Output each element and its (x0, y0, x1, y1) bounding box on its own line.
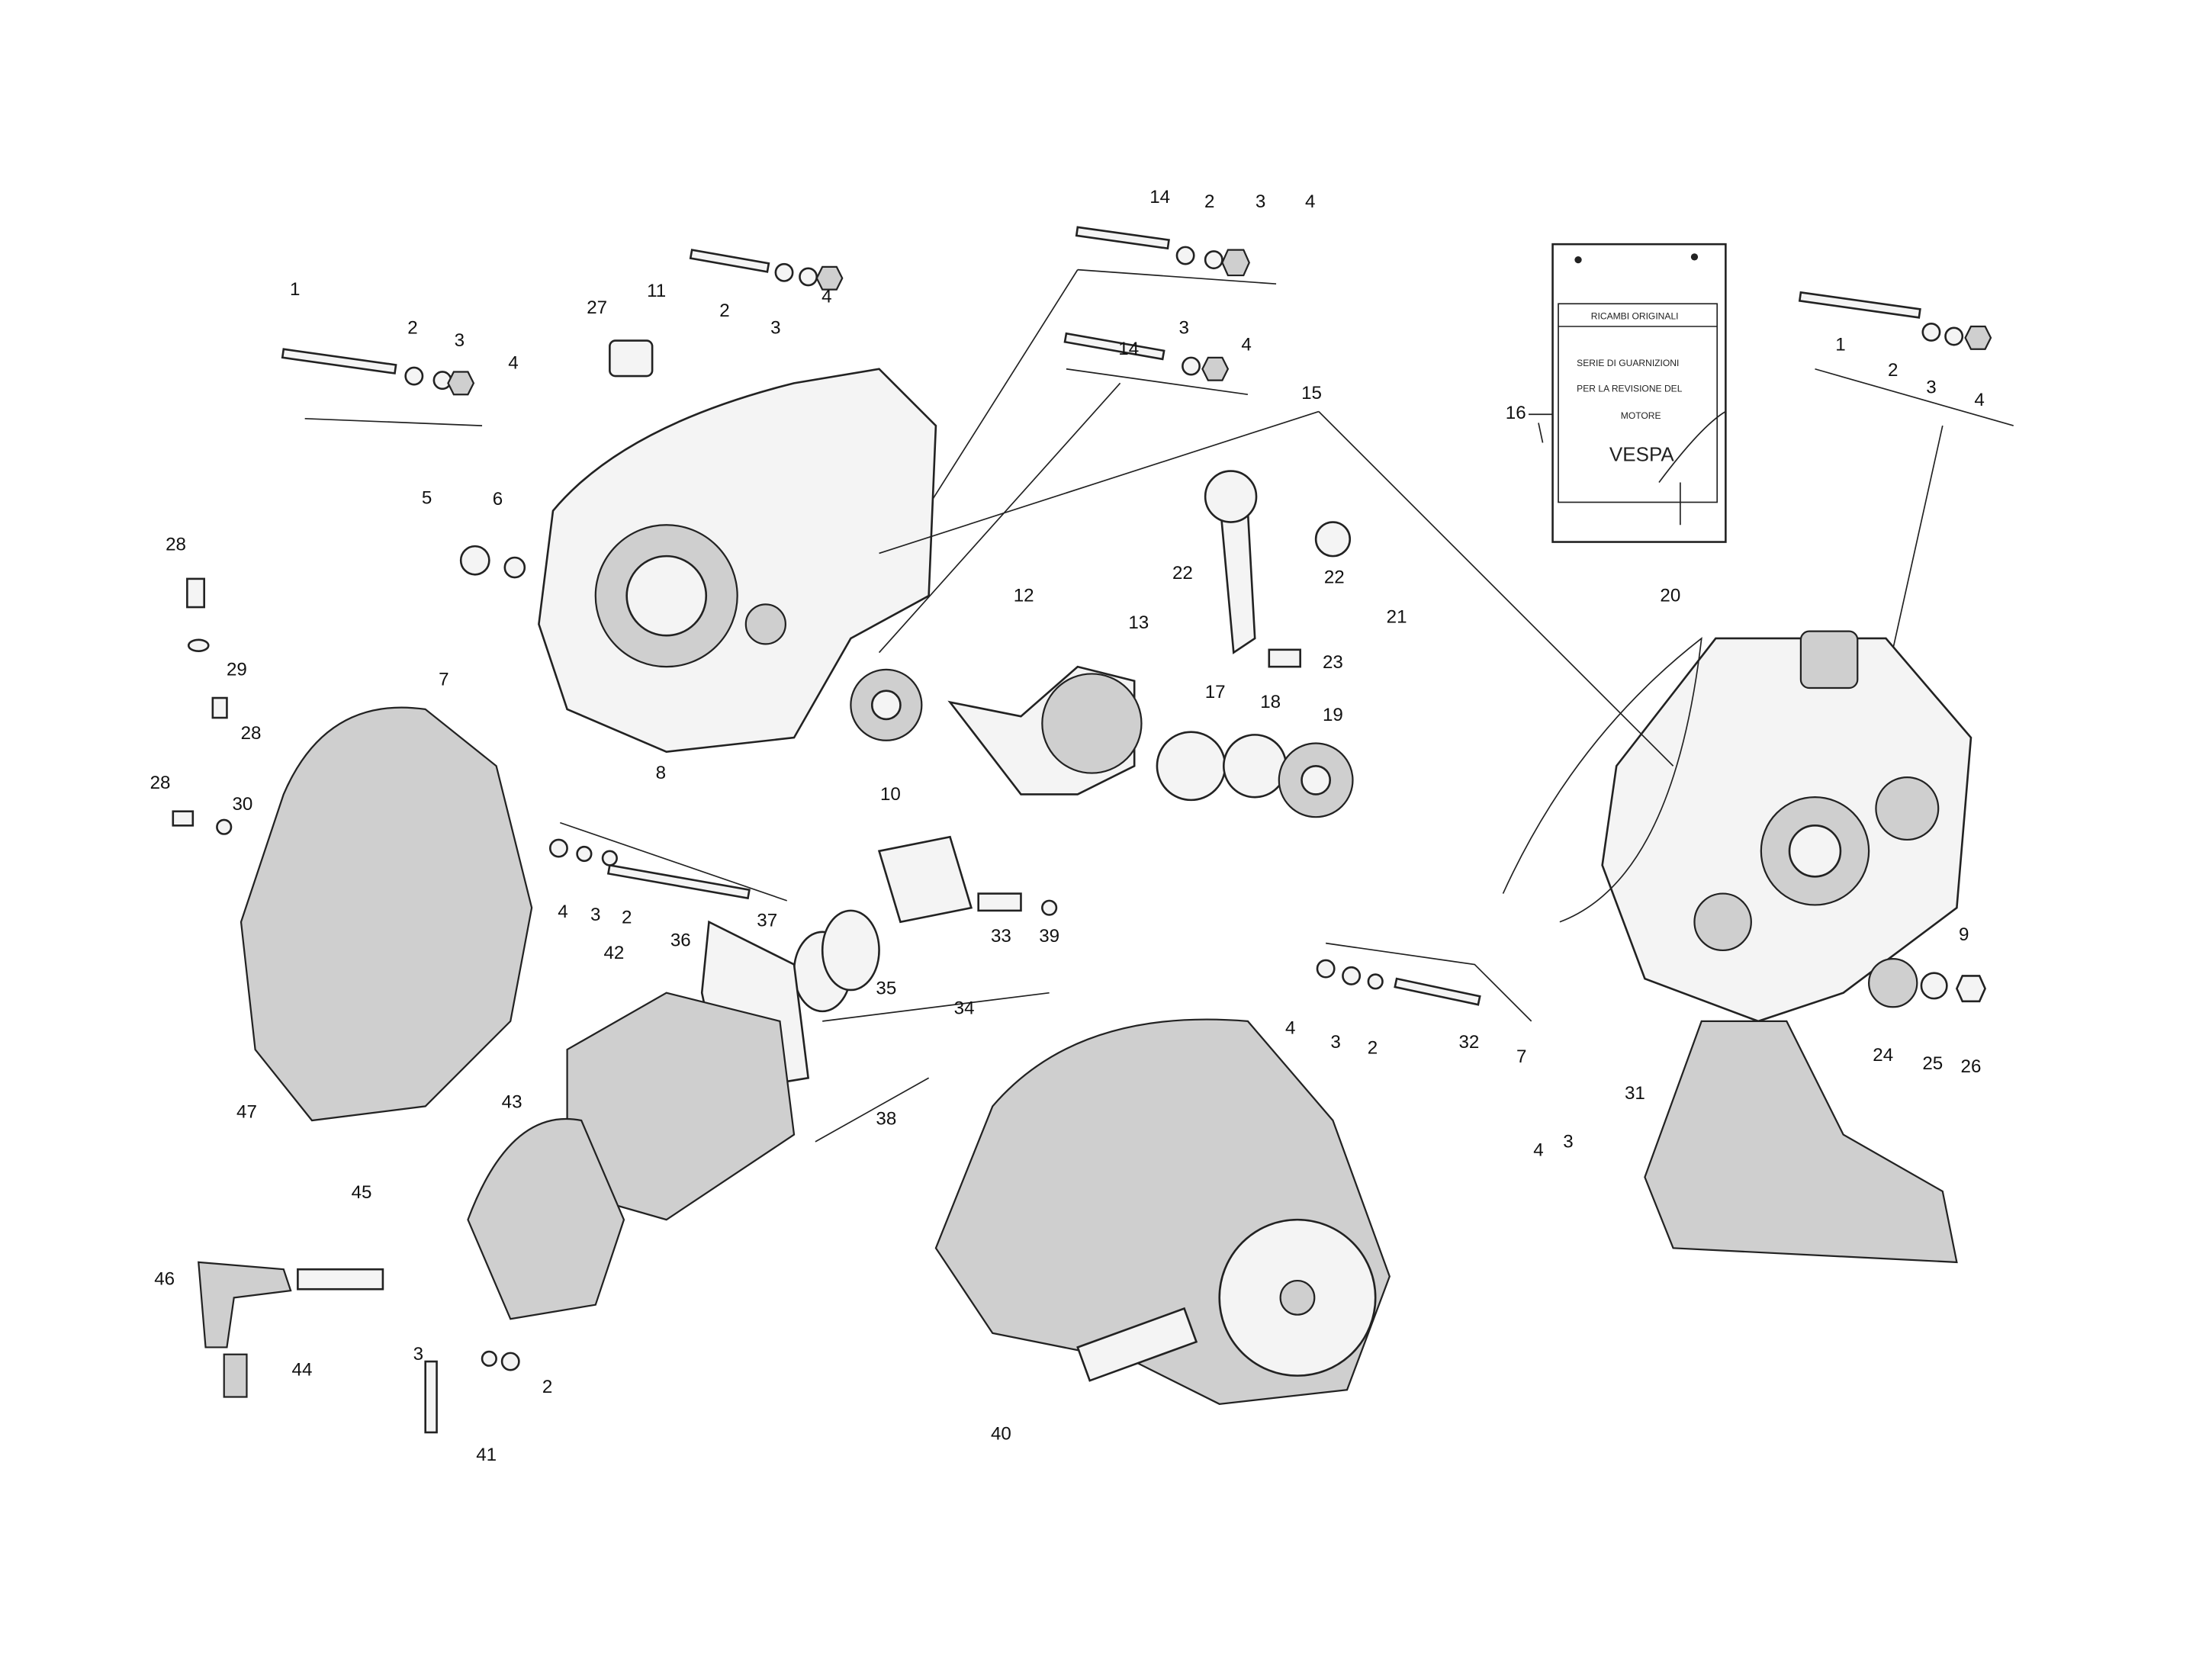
callout-label: 1 (290, 279, 300, 300)
callout-label: 17 (1205, 682, 1226, 702)
callout-label: 3 (413, 1344, 423, 1365)
callout-label: 3 (590, 905, 600, 925)
packet-brand-line: RICAMBI ORIGINALI (1591, 311, 1679, 322)
callout-label: 22 (1324, 567, 1345, 587)
callout-label: 46 (154, 1269, 175, 1290)
screws-28 (172, 577, 233, 835)
flywheel-cover (240, 706, 533, 1122)
callout-label: 14 (1149, 187, 1170, 207)
callout-label: 11 (647, 281, 666, 301)
callout-label: 41 (476, 1445, 497, 1465)
callout-label: 3 (770, 317, 780, 338)
callout-label: 35 (876, 979, 896, 999)
callout-label: 15 (1301, 383, 1322, 403)
callout-label: 12 (1014, 586, 1034, 606)
callout-label: 29 (227, 659, 247, 680)
bolt-group-top-left (281, 348, 483, 426)
callout-label: 40 (991, 1423, 1011, 1444)
callout-label: 9 (1959, 924, 1969, 945)
callout-label: 32 (1458, 1032, 1479, 1053)
complete-engine (934, 1018, 1391, 1405)
gasket-set-packet: RICAMBI ORIGINALI SERIE DI GUARNIZIONI P… (1528, 243, 1727, 543)
callout-label: 2 (1368, 1038, 1378, 1059)
callout-label: 2 (1888, 360, 1898, 381)
callout-label: 2 (1204, 191, 1214, 212)
callout-label: 16 (1506, 403, 1526, 423)
callout-label: 4 (1285, 1018, 1295, 1039)
callout-label: 4 (508, 353, 518, 374)
callout-label: 10 (880, 784, 901, 805)
callout-label: 3 (1926, 377, 1936, 397)
spark-plug-and-cap (198, 1261, 520, 1434)
callout-label: 2 (542, 1377, 552, 1397)
callout-label: 3 (455, 330, 465, 351)
callout-label: 39 (1039, 926, 1059, 947)
callout-label: 3 (1256, 191, 1265, 212)
callout-label: 36 (670, 930, 691, 950)
callout-label: 47 (236, 1101, 257, 1122)
callout-label: 21 (1387, 607, 1407, 628)
packet-line2: PER LA REVISIONE DEL (1577, 383, 1683, 394)
bolt-group-14-mid (878, 332, 1249, 654)
callout-label: 34 (954, 998, 975, 1019)
callout-label: 5 (422, 487, 432, 508)
callout-label: 25 (1922, 1053, 1943, 1074)
callout-label: 23 (1323, 652, 1343, 673)
callout-label: 4 (1305, 191, 1315, 212)
callout-label: 6 (493, 489, 503, 510)
crankcase-right-half (1502, 630, 1972, 1264)
bolt-group-11 (689, 249, 844, 291)
callout-label: 27 (587, 297, 607, 318)
callout-label: 3 (1330, 1032, 1340, 1053)
callout-label: 4 (1533, 1140, 1543, 1160)
callout-label: 44 (292, 1360, 313, 1381)
packet-line1: SERIE DI GUARNIZIONI (1577, 358, 1679, 368)
callout-label: 33 (991, 926, 1011, 947)
callout-label: 7 (1516, 1046, 1526, 1067)
callout-label: 22 (1172, 563, 1193, 583)
callout-label: 13 (1128, 612, 1149, 633)
callout-label: 4 (558, 902, 567, 922)
stud-group-32 (1316, 942, 1532, 1022)
callout-label: 4 (1241, 335, 1251, 355)
callout-label: 2 (407, 317, 417, 338)
callout-label: 4 (1974, 390, 1984, 410)
callout-label: 3 (1563, 1131, 1573, 1152)
callout-label: 19 (1323, 705, 1343, 725)
callout-label: 45 (352, 1182, 372, 1203)
callout-label: 28 (241, 723, 262, 744)
callout-label: 1 (1835, 335, 1845, 355)
callout-label: 37 (757, 910, 777, 931)
callout-label: 38 (876, 1109, 896, 1130)
bolt-group-top-right (1798, 291, 2014, 681)
callout-label: 3 (1179, 317, 1189, 338)
callout-label: 8 (656, 763, 666, 783)
callout-label: 30 (232, 794, 252, 815)
callout-label: 43 (502, 1091, 522, 1112)
callout-label: 4 (821, 286, 831, 307)
callout-label: 18 (1260, 692, 1281, 712)
callout-label: 20 (1660, 586, 1680, 606)
callout-label: 31 (1625, 1083, 1645, 1104)
crankshaft-assembly (850, 470, 1354, 818)
packet-logo: VESPA (1609, 443, 1674, 466)
callout-label: 26 (1961, 1056, 1982, 1077)
callout-label: 42 (603, 943, 624, 963)
packet-line3: MOTORE (1621, 410, 1661, 421)
callout-label: 14 (1118, 339, 1139, 359)
callout-label: 24 (1873, 1045, 1893, 1066)
callout-label: 28 (150, 773, 171, 793)
bolt-group-14-top (907, 226, 1277, 540)
piston-cylinder-assembly (467, 821, 1058, 1320)
callout-label: 7 (439, 669, 449, 690)
gear-and-nuts (1868, 957, 1986, 1008)
callout-label: 2 (719, 301, 729, 321)
callout-label: 28 (166, 535, 186, 555)
callout-label: 2 (622, 908, 632, 928)
crankcase-left-half (459, 339, 937, 754)
